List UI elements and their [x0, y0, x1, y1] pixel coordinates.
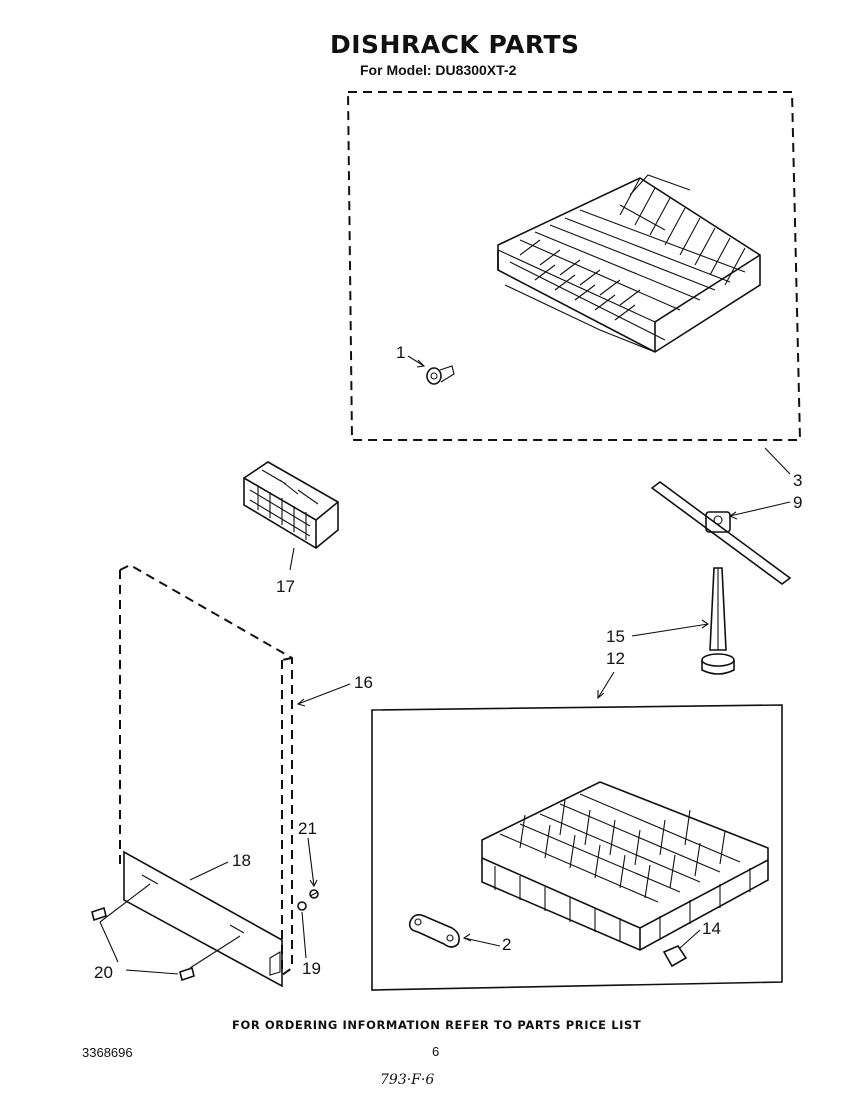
rack-panel-outline — [119, 563, 293, 976]
callout-17: 17 — [276, 577, 295, 596]
callout-20: 20 — [94, 963, 113, 982]
leader-19 — [301, 911, 307, 959]
rack-roller-part — [426, 365, 455, 385]
end-cap-part — [662, 945, 688, 968]
handwritten-mark: 793·F·6 — [380, 1072, 435, 1088]
callout-2: 2 — [502, 935, 511, 954]
page-title: DISHRACK PARTS — [330, 30, 580, 59]
callout-15: 15 — [606, 627, 625, 646]
upper-dishrack — [497, 174, 761, 353]
screw-part — [91, 906, 195, 982]
callout-21: 21 — [298, 819, 317, 838]
callout-9: 9 — [793, 493, 802, 512]
leader-14 — [679, 929, 701, 949]
leader-21 — [307, 837, 315, 887]
callout-3: 3 — [793, 471, 802, 490]
upper-rack-assembly-box — [346, 91, 802, 441]
lower-rack-assembly-box — [371, 704, 783, 991]
silverware-basket-part — [243, 461, 339, 549]
document-number: 3368696 — [82, 1045, 133, 1060]
rack-stop-part — [408, 914, 460, 948]
spray-tower-part — [701, 567, 735, 675]
leader-20 — [99, 883, 241, 975]
leader-18 — [189, 861, 229, 881]
callout-1: 1 — [396, 343, 405, 362]
leader-2 — [463, 937, 501, 947]
leader-16 — [297, 683, 351, 705]
panel-strip-part — [123, 850, 283, 988]
leader-1 — [407, 355, 425, 367]
leader-9 — [729, 501, 791, 517]
fastener-parts — [297, 889, 319, 911]
callout-18: 18 — [232, 851, 251, 870]
model-subtitle: For Model: DU8300XT-2 — [360, 62, 517, 78]
callout-19: 19 — [302, 959, 321, 978]
leader-15 — [631, 623, 709, 637]
leader-3 — [764, 447, 791, 475]
callout-14: 14 — [702, 919, 721, 938]
ordering-note: FOR ORDERING INFORMATION REFER TO PARTS … — [232, 1018, 642, 1032]
leader-17 — [289, 547, 295, 571]
lower-dishrack — [481, 781, 769, 951]
callout-16: 16 — [354, 673, 373, 692]
leader-12 — [597, 671, 615, 699]
callout-12: 12 — [606, 649, 625, 668]
page-number: 6 — [432, 1044, 440, 1059]
spray-arm-part — [650, 481, 792, 585]
